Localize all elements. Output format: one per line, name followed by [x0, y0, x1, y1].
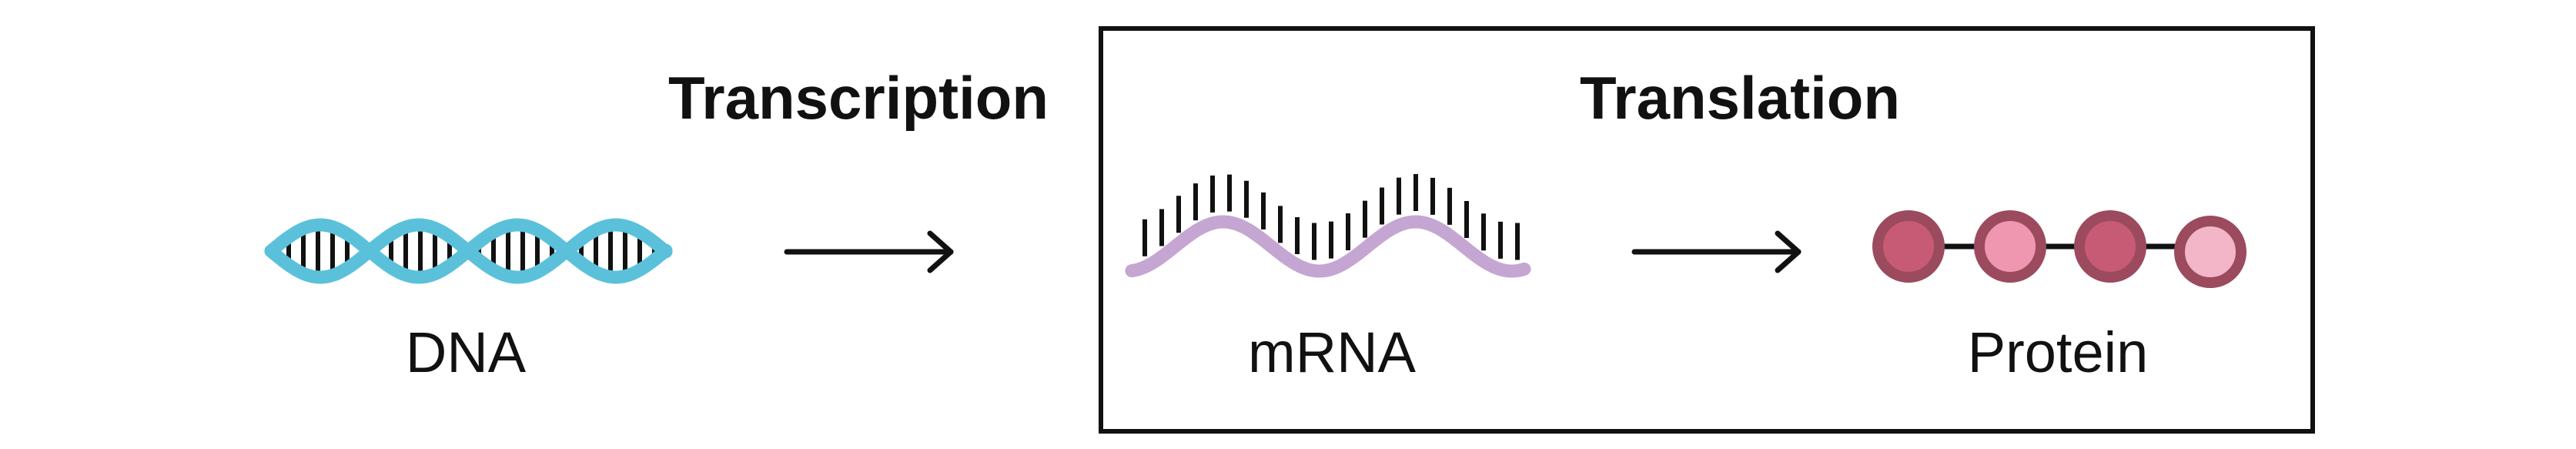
amino-acid	[1872, 210, 1945, 283]
amino-acid	[1974, 210, 2046, 283]
dna-label: DNA	[405, 320, 527, 384]
dna-helix-icon	[264, 218, 673, 284]
mrna-strand	[1125, 215, 1531, 278]
amino-acid	[2074, 210, 2146, 283]
arrow-right-icon	[1631, 230, 1802, 273]
mrna-strand-icon	[1125, 174, 1531, 278]
protein-label: Protein	[1967, 320, 2149, 384]
transcription-label: Transcription	[667, 64, 1049, 132]
mrna-label: mRNA	[1248, 320, 1416, 384]
protein-chain-icon	[1872, 210, 2246, 288]
translation-label: Translation	[1579, 64, 1901, 132]
dna-strand	[264, 218, 673, 284]
amino-acid	[2174, 216, 2246, 288]
arrow-right-icon	[784, 230, 954, 273]
translation-box	[1099, 26, 2315, 434]
